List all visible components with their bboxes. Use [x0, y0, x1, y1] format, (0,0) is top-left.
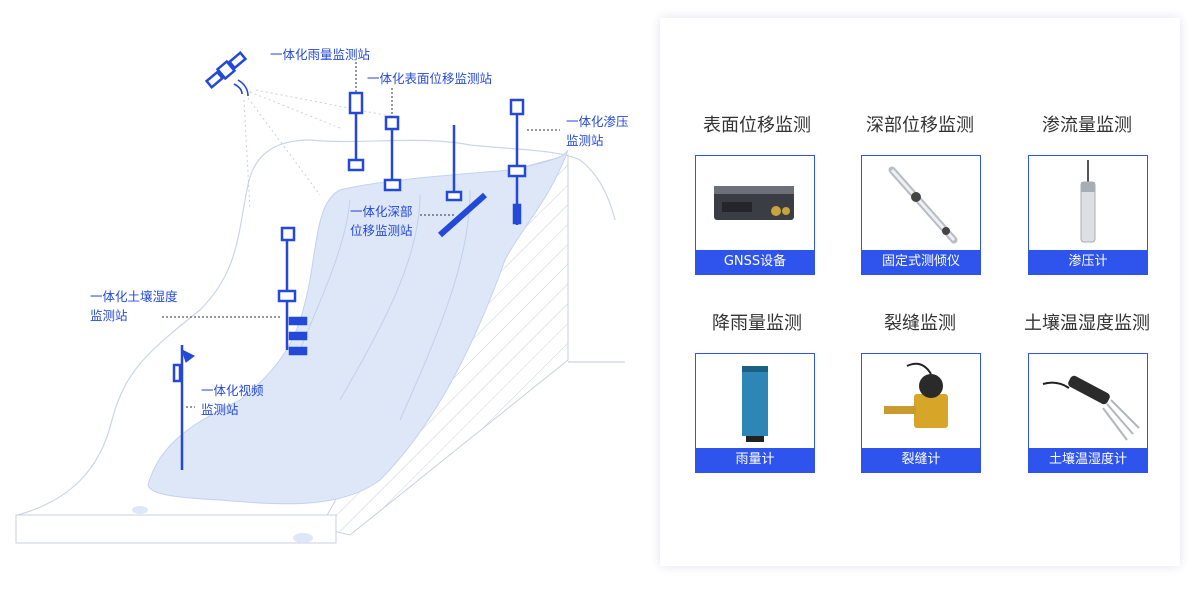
- device-panel: 表面位移监测 GNSS设备 深部位移监测 固定式测倾仪 渗流量监测 渗压计 降雨…: [660, 18, 1180, 566]
- rain-station-label: 一体化雨量监测站: [270, 47, 371, 62]
- device-card-crack-meter[interactable]: 裂缝计: [861, 353, 981, 473]
- device-card-rain-gauge[interactable]: 雨量计: [695, 353, 815, 473]
- video-station-label-line2: 监测站: [201, 402, 239, 417]
- device-card-piezometer[interactable]: 渗压计: [1028, 155, 1148, 275]
- seepage-station-label-line2: 监测站: [566, 133, 604, 148]
- category-title: 渗流量监测: [1042, 115, 1132, 136]
- device-card-gnss[interactable]: GNSS设备: [695, 155, 815, 275]
- deep-station-label-line2: 位移监测站: [350, 223, 413, 238]
- video-station-label-line1: 一体化视频: [201, 383, 264, 398]
- satellite-signal-2: [237, 79, 249, 97]
- soil-station: [277, 226, 308, 356]
- device-caption: GNSS设备: [696, 250, 814, 274]
- rock-2: [293, 533, 313, 543]
- deep-station-label-line1: 一体化深部: [350, 204, 413, 219]
- soil-station-label-line1: 一体化土壤湿度: [90, 289, 178, 304]
- water-ripple-2: [339, 194, 421, 401]
- category-title: 表面位移监测: [703, 115, 811, 136]
- foundation-block: [15, 514, 337, 544]
- deep-station: [438, 125, 487, 238]
- gnss-device-icon: [714, 186, 794, 220]
- piezometer-icon: [1080, 160, 1096, 243]
- device-caption: 固定式测倾仪: [862, 250, 980, 274]
- crack-meter-icon: [884, 362, 948, 428]
- monitoring-diagram: 一体化雨量监测站 一体化表面位移监测站 一体化渗压 监测站 一体化深部 位移监测…: [15, 47, 629, 544]
- satellite-icon: [204, 51, 248, 89]
- signal-beams: [243, 89, 401, 211]
- dam-illustration: [15, 51, 625, 544]
- soil-sensor-icon: [1042, 375, 1140, 441]
- water-ripple-3: [399, 189, 471, 421]
- soil-station-label-line2: 监测站: [90, 308, 128, 323]
- water-body: [147, 149, 569, 505]
- device-card-soil-sensor[interactable]: 土壤温湿度计: [1028, 353, 1148, 473]
- satellite-signal: [233, 83, 243, 95]
- device-caption: 雨量计: [696, 448, 814, 472]
- category-title: 降雨量监测: [712, 313, 802, 334]
- video-station: [172, 345, 195, 470]
- category-title: 裂缝监测: [884, 313, 956, 334]
- inclinometer-icon: [888, 166, 958, 244]
- surface-station-label: 一体化表面位移监测站: [367, 71, 493, 86]
- rain-gauge-icon: [742, 366, 768, 442]
- rain-station: [347, 91, 365, 172]
- rock-1: [132, 506, 148, 514]
- device-caption: 渗压计: [1029, 250, 1147, 274]
- seepage-station-label-line1: 一体化渗压: [566, 114, 629, 129]
- device-caption: 裂缝计: [862, 448, 980, 472]
- seepage-station: [507, 98, 527, 225]
- device-card-inclinometer[interactable]: 固定式测倾仪: [861, 155, 981, 275]
- surface-station: [383, 115, 402, 192]
- device-caption: 土壤温湿度计: [1029, 448, 1147, 472]
- category-title: 土壤温湿度监测: [1024, 313, 1150, 334]
- hill-outline: [17, 139, 616, 516]
- category-title: 深部位移监测: [866, 115, 974, 136]
